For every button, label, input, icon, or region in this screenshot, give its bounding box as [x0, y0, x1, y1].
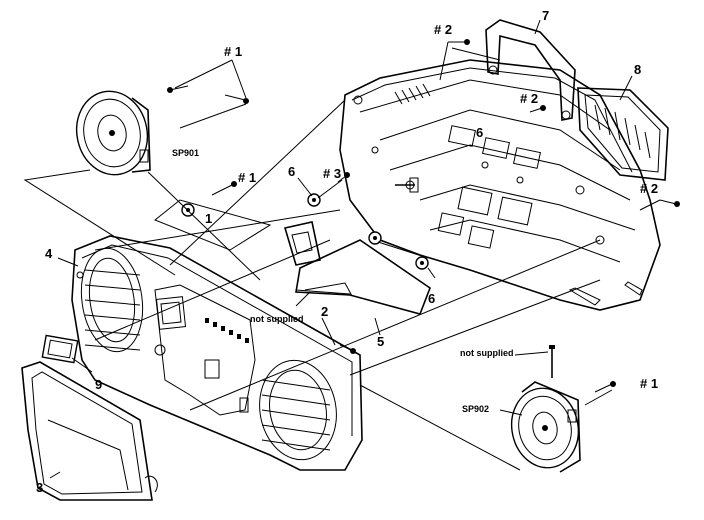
callout-2-leader: 2 — [321, 304, 328, 319]
carrying-handle — [485, 19, 576, 121]
note-not-supplied-right: not supplied — [460, 348, 514, 358]
leader-lines — [23, 19, 661, 479]
callout-9: 9 — [95, 377, 102, 392]
cassette-lid — [21, 361, 158, 501]
callout-1-leader: 1 — [205, 211, 212, 226]
callout-labels: # 1 # 1 1 # 1 # 2 # 2 # 2 2 # 3 3 4 5 6 … — [36, 8, 658, 495]
callout-8: 8 — [634, 62, 641, 77]
rear-cover-plate — [577, 87, 669, 181]
ref-sp902: SP902 — [462, 404, 489, 414]
callout-6-inner: 6 — [476, 125, 483, 140]
callout-5: 5 — [377, 334, 384, 349]
rear-cabinet — [339, 59, 661, 311]
callout-1-top: # 1 — [224, 44, 242, 59]
callout-6-right: 6 — [428, 291, 435, 306]
callout-3-screw: # 3 — [323, 166, 341, 181]
front-cabinet — [71, 235, 363, 471]
speaker-sp902 — [510, 381, 581, 473]
callout-3: 3 — [36, 480, 43, 495]
window-part — [41, 334, 79, 364]
callout-7: 7 — [542, 8, 549, 23]
callout-2-top: # 2 — [434, 22, 452, 37]
ref-sp901: SP901 — [172, 148, 199, 158]
nuts — [181, 193, 429, 270]
speaker-sp901 — [75, 90, 151, 176]
bracket-assembly — [283, 221, 431, 315]
callout-4: 4 — [45, 246, 53, 261]
callout-2-mid: # 2 — [520, 91, 538, 106]
callout-1-mid: # 1 — [238, 170, 256, 185]
callout-1-right: # 1 — [640, 376, 658, 391]
note-not-supplied-left: not supplied — [250, 314, 304, 324]
screws — [167, 39, 680, 393]
callout-6-top: 6 — [288, 164, 295, 179]
callout-2-right: # 2 — [640, 181, 658, 196]
